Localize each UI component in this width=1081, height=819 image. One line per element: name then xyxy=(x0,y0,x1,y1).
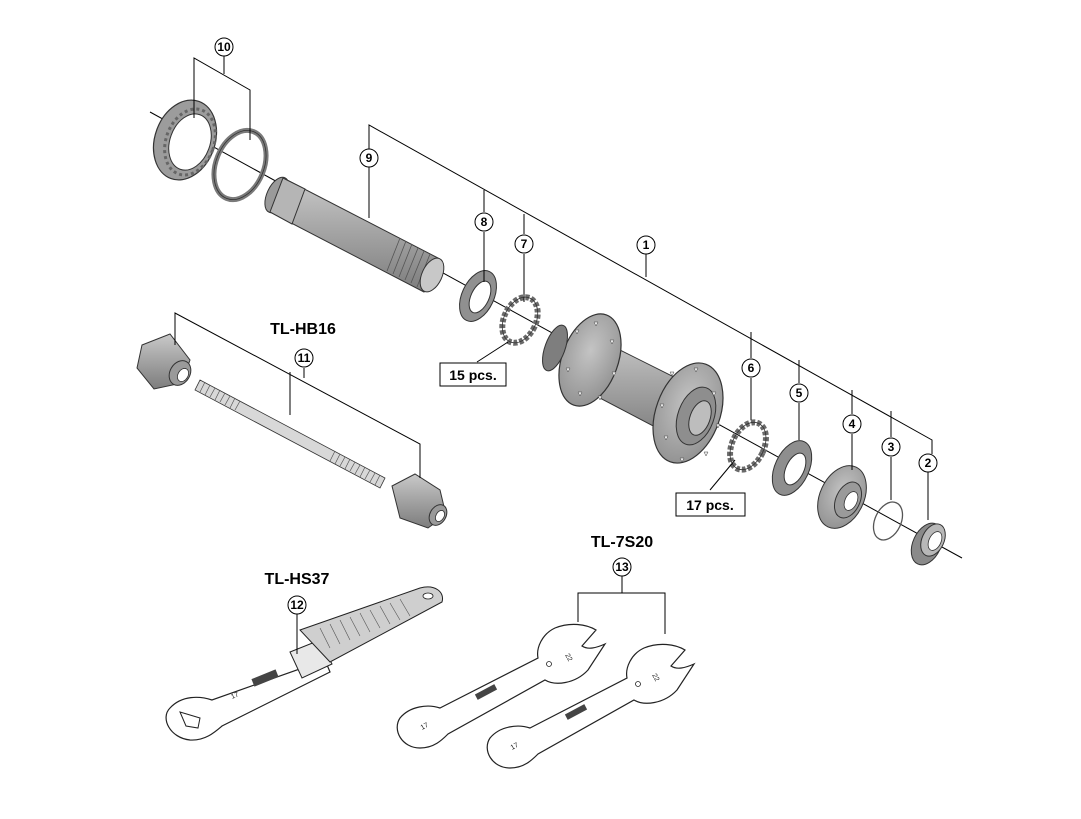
svg-text:1: 1 xyxy=(643,238,650,252)
tl-hs37-wrench: 17 xyxy=(165,586,444,741)
callout-4: 4 xyxy=(842,414,862,434)
tl-hb16-tool xyxy=(136,333,448,529)
svg-text:4: 4 xyxy=(849,417,856,431)
callout-11: 11 xyxy=(294,348,314,368)
tool-label-7s20: TL-7S20 xyxy=(591,534,653,551)
ball-bearing-right-part xyxy=(727,419,769,473)
o-ring-part xyxy=(872,501,904,541)
svg-text:9: 9 xyxy=(366,151,373,165)
tl-7s20-wrench-b: 17 22 xyxy=(486,643,696,769)
callout-6: 6 xyxy=(741,358,761,378)
svg-text:17 pcs.: 17 pcs. xyxy=(686,497,733,513)
leader-lines xyxy=(174,56,933,654)
cone-part xyxy=(817,465,867,529)
svg-text:11: 11 xyxy=(298,351,311,365)
svg-text:12: 12 xyxy=(290,598,304,612)
svg-text:2: 2 xyxy=(925,456,932,470)
callout-5: 5 xyxy=(789,383,809,403)
svg-text:5: 5 xyxy=(796,386,803,400)
callout-3: 3 xyxy=(881,437,901,457)
svg-text:6: 6 xyxy=(748,361,755,375)
callout-12: 12 xyxy=(287,595,307,615)
hs37-size-mark: 17 xyxy=(230,691,240,700)
hub-body-part xyxy=(542,313,724,464)
washer-right-part xyxy=(771,440,813,496)
tl-7s20-wrench-a: 17 22 xyxy=(396,623,607,749)
callout-10: 10 xyxy=(214,37,234,57)
lock-nut-part xyxy=(910,522,946,566)
s20a-large-mark: 22 xyxy=(563,653,573,663)
tool-label-hs37: TL-HS37 xyxy=(265,571,330,588)
callout-9: 9 xyxy=(359,148,379,168)
lockring-part xyxy=(152,99,218,181)
callout-2: 2 xyxy=(918,453,938,473)
svg-text:8: 8 xyxy=(481,215,488,229)
washer-part xyxy=(459,270,497,322)
svg-text:15 pcs.: 15 pcs. xyxy=(449,367,496,383)
hb16-left-nut xyxy=(136,333,192,390)
qty-box-17: 17 pcs. xyxy=(675,492,746,517)
spacer-ring-part xyxy=(211,127,269,203)
s20b-large-mark: 22 xyxy=(650,673,660,683)
svg-text:10: 10 xyxy=(217,40,231,54)
ball-bearing-left-part xyxy=(499,294,541,346)
svg-text:13: 13 xyxy=(615,560,629,574)
s20b-small-mark: 17 xyxy=(510,742,520,752)
callout-7: 7 xyxy=(514,234,534,254)
tool-label-hb16: TL-HB16 xyxy=(270,321,336,338)
qty-box-15: 15 pcs. xyxy=(439,362,507,387)
callout-1: 1 xyxy=(636,235,656,255)
callout-13: 13 xyxy=(612,557,632,577)
svg-text:7: 7 xyxy=(521,237,528,251)
hb16-right-nut xyxy=(391,473,448,529)
callout-8: 8 xyxy=(474,212,494,232)
svg-text:3: 3 xyxy=(888,440,895,454)
s20a-small-mark: 17 xyxy=(420,722,430,732)
axle-part xyxy=(264,176,445,293)
